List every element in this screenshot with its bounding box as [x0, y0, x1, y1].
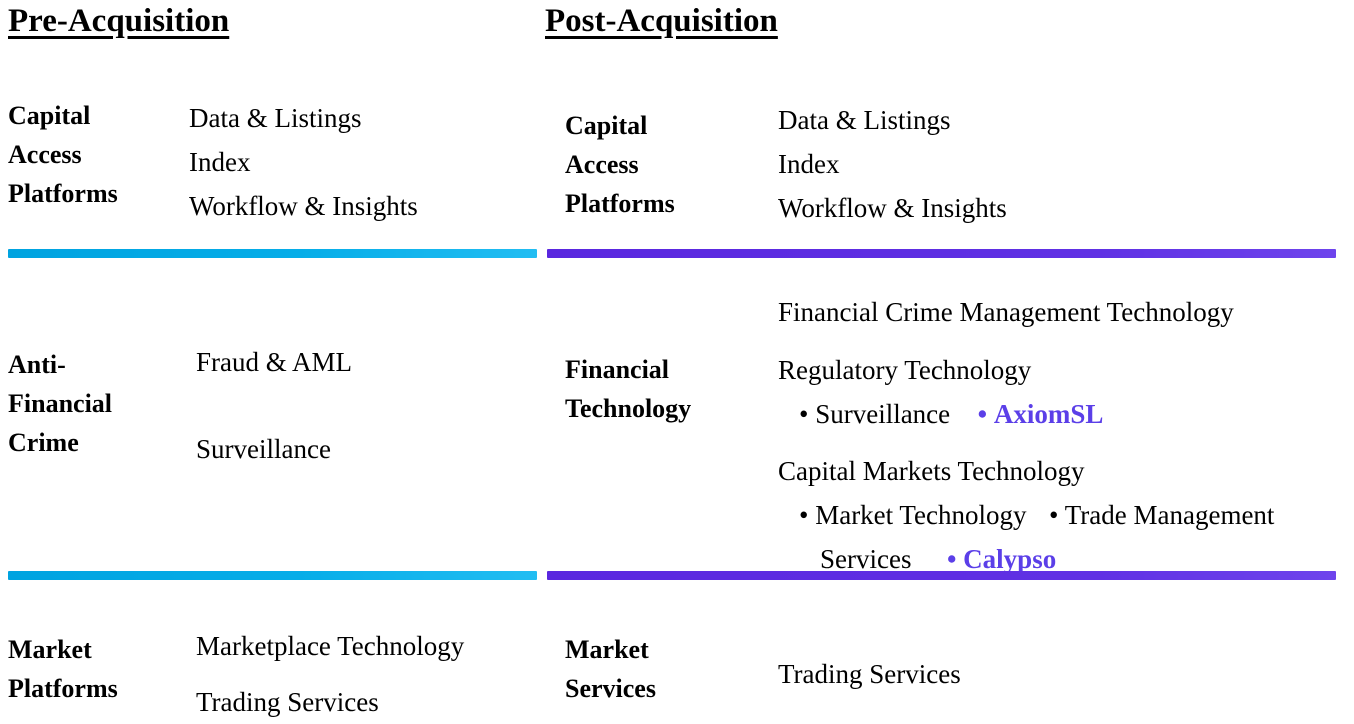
list-item: Marketplace Technology: [196, 631, 465, 661]
sub-list-item: Trade Management: [1064, 500, 1275, 530]
list-item: Data & Listings: [778, 105, 951, 135]
divider-right-1: [547, 249, 1336, 258]
right-row-content-financial-technology: Financial Crime Management Technology Re…: [778, 290, 1274, 581]
brand-label-calypso: Calypso: [963, 544, 1057, 574]
list-item: Trading Services: [196, 687, 379, 717]
list-item: Workflow & Insights: [778, 193, 1007, 223]
list-item: Financial Crime Management Technology: [778, 297, 1234, 327]
divider-left-2: [8, 571, 537, 580]
bullet-icon-brand: •: [946, 544, 957, 574]
bullet-icon: •: [799, 500, 809, 530]
bullet-icon-brand: •: [977, 399, 988, 429]
list-item: Index: [189, 147, 251, 177]
sub-list-item-continuation: Services: [820, 544, 912, 574]
sub-list-capital-markets-technology: • Market Technology • Trade Management: [778, 493, 1274, 537]
bullet-icon: •: [1049, 500, 1059, 530]
column-header-pre-acquisition: Pre-Acquisition: [8, 3, 230, 39]
left-row-label-market-platforms: Market Platforms: [8, 635, 118, 703]
left-row-label-anti-financial-crime: Anti- Financial Crime: [8, 350, 113, 457]
sub-list-capital-markets-continued: Services • Calypso: [778, 537, 1274, 581]
brand-label-axiomsl: AxiomSL: [993, 399, 1104, 429]
left-row-content-capital-access-platforms: Data & Listings Index Workflow & Insight…: [189, 96, 418, 228]
right-row-label-capital-access-platforms: Capital Access Platforms: [565, 111, 675, 218]
bullet-icon: •: [799, 399, 809, 429]
divider-left-1: [8, 249, 537, 258]
list-item: Index: [778, 149, 840, 179]
column-header-post-acquisition: Post-Acquisition: [545, 3, 778, 39]
list-item: Capital Markets Technology: [778, 456, 1085, 486]
sub-list-regulatory-technology: • Surveillance • AxiomSL: [778, 392, 1274, 436]
right-row-label-market-services: Market Services: [565, 635, 656, 703]
divider-right-2: [547, 571, 1336, 580]
sub-list-item: Surveillance: [815, 399, 951, 429]
left-row-label-capital-access-platforms: Capital Access Platforms: [8, 101, 118, 208]
sub-list-item: Market Technology: [815, 500, 1027, 530]
list-item: Regulatory Technology: [778, 355, 1032, 385]
right-row-content-capital-access-platforms: Data & Listings Index Workflow & Insight…: [778, 98, 1007, 230]
list-item: Fraud & AML: [196, 347, 353, 377]
list-item: Trading Services: [778, 659, 961, 689]
list-item: Workflow & Insights: [189, 191, 418, 221]
list-item: Surveillance: [196, 434, 331, 464]
right-row-label-financial-technology: Financial Technology: [565, 355, 692, 423]
right-row-content-market-services: Trading Services: [778, 652, 961, 696]
left-row-content-anti-financial-crime: Fraud & AML Surveillance: [196, 340, 352, 471]
left-row-content-market-platforms: Marketplace Technology Trading Services: [196, 624, 464, 724]
list-item: Data & Listings: [189, 103, 362, 133]
